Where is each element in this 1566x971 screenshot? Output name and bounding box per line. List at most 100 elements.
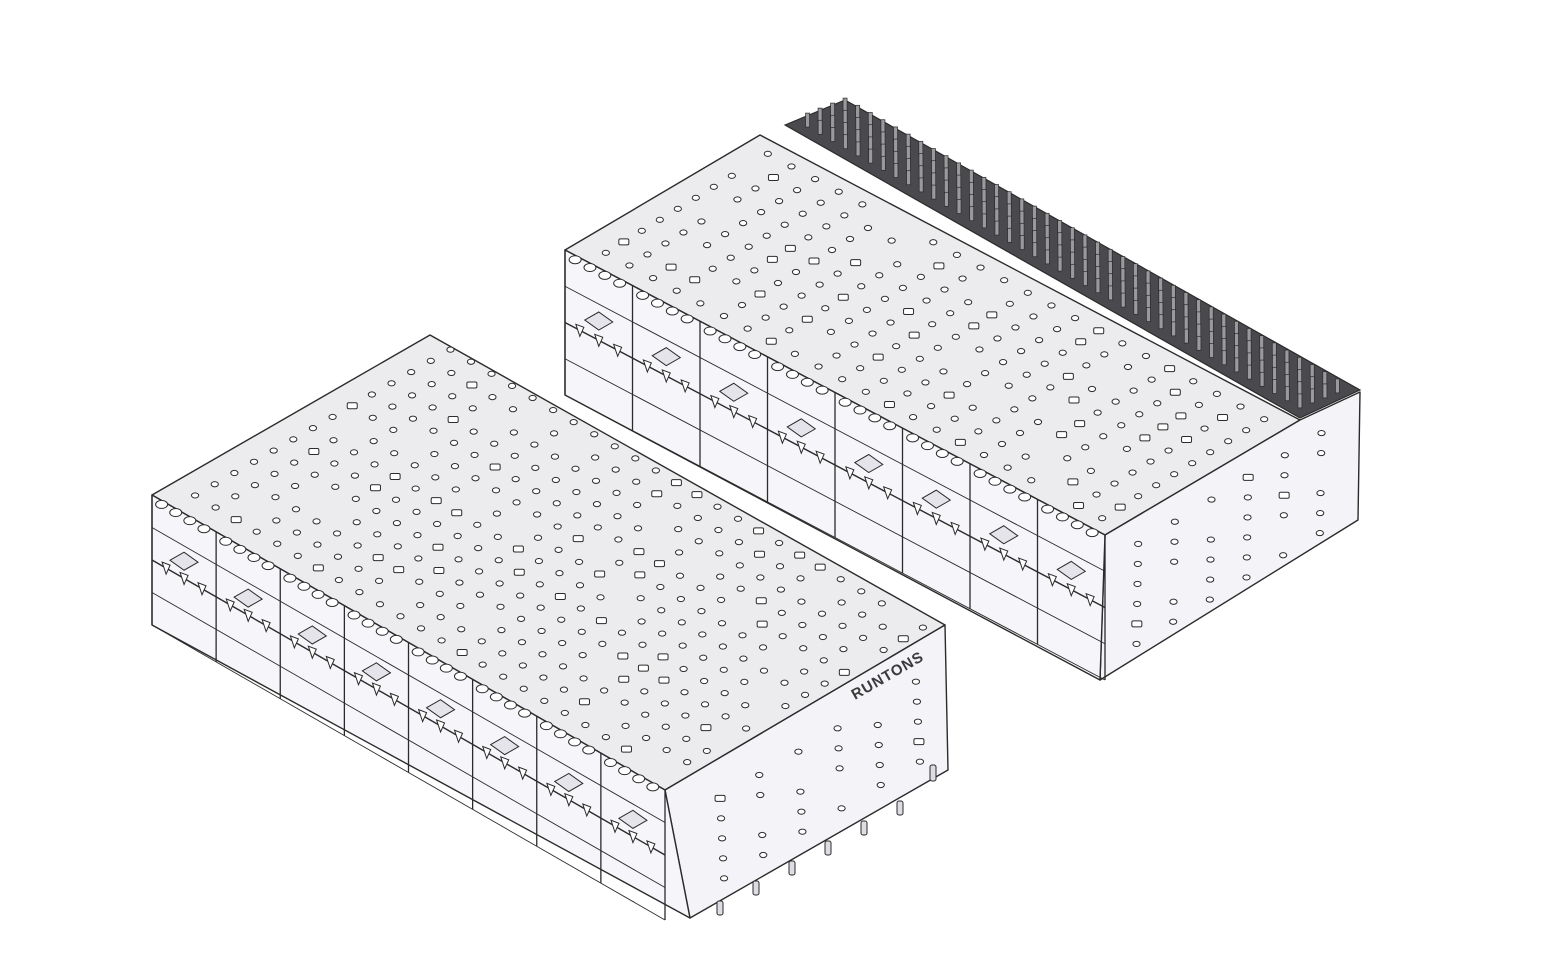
spring-finger [950,456,964,466]
vent-hole [1028,395,1037,402]
spring-finger [935,448,949,458]
vent-hole [591,454,600,461]
vent-slot [489,463,501,471]
vent-slot [1131,620,1143,628]
vent-hole [430,450,439,458]
vent-slot [1075,338,1087,346]
vent-hole [836,576,845,583]
vent-hole [968,404,977,411]
vent-hole [1098,515,1107,522]
latch-triangle [710,394,720,409]
vent-hole [392,519,402,527]
vent-hole [661,240,670,247]
vent-hole [1100,351,1109,358]
vent-hole [940,286,949,293]
vent-hole [516,615,526,622]
vent-hole [1086,467,1096,475]
spring-finger [883,421,897,431]
vent-hole [528,394,537,402]
cage-front-bottom-pins [716,764,937,916]
vent-slot [754,290,766,298]
vent-hole [211,504,220,511]
vent-hole [993,335,1002,342]
vent-hole [845,235,855,243]
vent-hole [892,343,901,350]
vent-hole [552,500,561,507]
vent-hole [1189,378,1198,385]
spring-finger [1085,528,1099,538]
vent-hole [800,668,809,675]
vent-hole [252,528,261,535]
spring-finger [197,524,211,534]
spring-finger [347,610,361,620]
rear-pin [1297,393,1303,409]
vent-hole [932,426,941,433]
vent-slot [1169,388,1181,396]
port-row-line [151,527,666,823]
vent-hole [681,712,690,719]
vent-hole [491,487,501,494]
vent-hole [273,540,282,547]
latch-triangle [980,537,990,552]
latch-triangle [581,803,592,818]
latch-tab [988,525,1019,545]
vent-hole [738,219,748,227]
vent-hole [1279,512,1288,519]
vent-slot [986,311,998,319]
vent-hole [1316,489,1325,497]
spring-finger [155,499,169,509]
vent-hole [964,299,973,306]
vent-hole [857,588,866,595]
vent-hole [952,251,962,259]
vent-hole [810,175,820,183]
vent-hole [625,262,634,269]
vent-hole [613,513,622,520]
vent-hole [850,341,859,348]
vent-hole [633,501,642,509]
vent-hole [833,725,842,732]
vent-hole [698,631,707,638]
vent-hole [922,297,931,304]
vent-hole [797,598,806,605]
vent-hole [600,687,609,694]
vent-hole [470,451,479,459]
vent-slot [753,550,765,558]
vent-slot [1073,502,1085,510]
vent-hole [837,599,846,606]
rear-pin [1322,383,1328,399]
vent-hole [1118,340,1127,347]
vent-hole [873,721,882,729]
vent-hole [1224,438,1233,445]
vent-hole [740,678,749,685]
vent-hole [414,555,423,562]
vent-hole [822,223,831,230]
cage-rear-top-vents [601,150,1269,522]
vent-hole [352,519,361,526]
vent-slot [850,259,862,267]
vent-hole [903,390,912,397]
vent-hole [939,368,948,375]
vent-hole [372,507,381,515]
latch-triangle [325,655,335,670]
vent-hole [1170,558,1179,565]
latch-triangle [179,571,189,586]
rear-pin [1070,263,1076,279]
vent-hole [1242,554,1251,561]
vent-hole [557,616,566,623]
vent-hole [678,642,687,649]
vent-hole [739,655,748,662]
vent-hole [453,532,462,540]
vent-hole [875,272,884,279]
spring-finger [1055,512,1069,522]
vent-hole [1170,538,1179,545]
latch-tab [297,625,328,645]
vent-hole [1236,403,1245,410]
vent-hole [798,828,807,835]
vent-hole [412,508,421,515]
spring-finger [703,326,717,336]
vent-hole [332,530,342,537]
vent-hole [310,471,319,478]
vent-hole [1135,411,1144,418]
spring-finger [568,737,582,747]
spring-finger [748,349,762,359]
